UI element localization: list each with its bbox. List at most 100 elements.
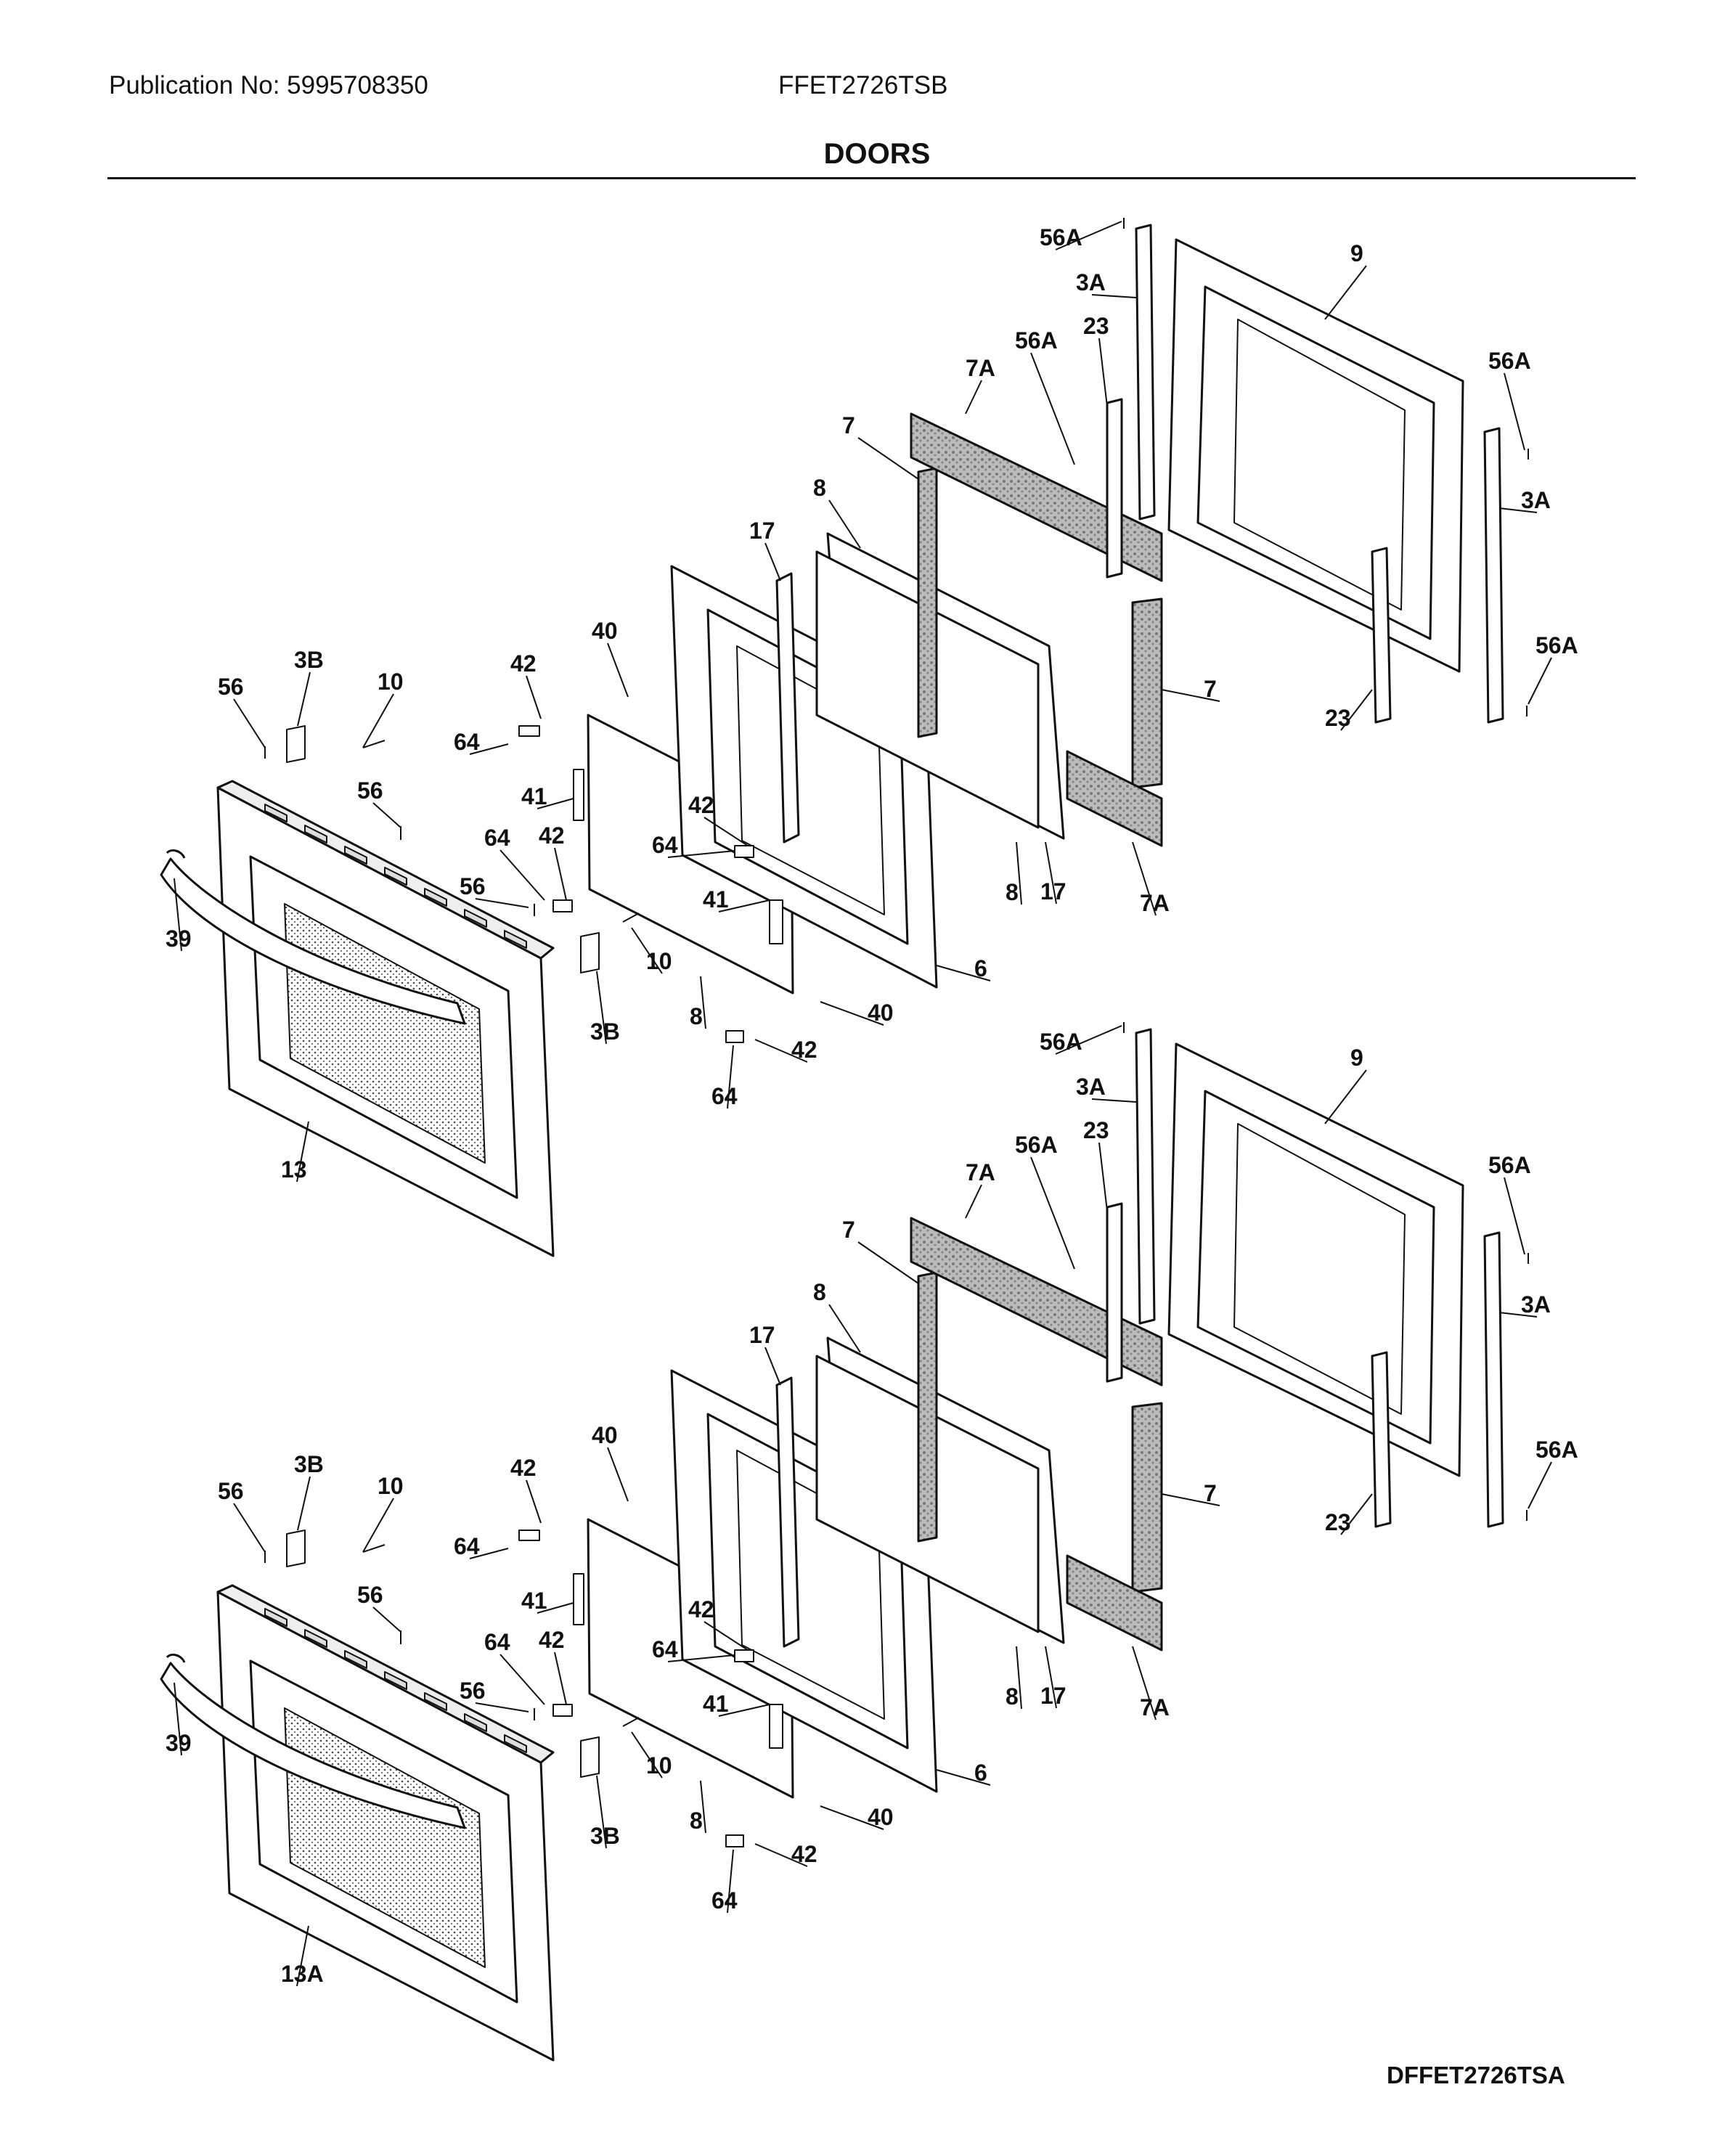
callout-leader [754, 1039, 808, 1063]
part-callout: 7 [1204, 1480, 1217, 1506]
part-callout: 6 [974, 955, 987, 981]
part-callout: 42 [791, 1037, 817, 1063]
part-callout: 56 [460, 1678, 486, 1704]
callout-leader [1161, 689, 1220, 702]
callout-leader [820, 1001, 884, 1026]
callout-leader [296, 1925, 309, 1987]
callout-leader [1055, 1025, 1122, 1055]
callout-leader [631, 927, 663, 974]
part-callout: 40 [868, 1804, 894, 1830]
callout-leader [667, 1654, 735, 1662]
callout-leader [1030, 1156, 1075, 1270]
callout-leader [537, 798, 574, 809]
part-callout: 7 [1204, 676, 1217, 702]
part-callout: 41 [521, 783, 547, 809]
part-callout: 23 [1083, 313, 1109, 339]
part-callout: 17 [1040, 1683, 1067, 1709]
callout-leader [828, 1304, 861, 1353]
part-callout: 17 [749, 1322, 775, 1348]
callout-leader [1498, 1312, 1538, 1318]
callout-leader [667, 850, 735, 858]
callout-leader [596, 971, 607, 1045]
callout-leader [1324, 265, 1367, 320]
part-callout: 17 [749, 518, 775, 544]
part-callout: 64 [652, 832, 678, 858]
callout-leader [297, 671, 311, 727]
callout-leader [1045, 1646, 1057, 1709]
part-callout: 17 [1040, 878, 1067, 905]
part-callout: 64 [454, 729, 480, 755]
part-callout: 8 [1006, 1683, 1019, 1710]
callout-leader [469, 1548, 509, 1559]
part-callout: 42 [791, 1841, 817, 1867]
callout-leader [526, 675, 542, 719]
part-callout: 9 [1350, 1045, 1363, 1071]
part-callout: 23 [1325, 705, 1351, 731]
part-callout: 3A [1521, 487, 1551, 513]
callout-leader [703, 817, 749, 846]
callout-leader [700, 1780, 706, 1834]
part-callout: 64 [711, 1083, 738, 1109]
callout-leader [1504, 372, 1525, 451]
part-callout: 64 [454, 1533, 480, 1559]
callout-leader [700, 976, 706, 1029]
part-callout: 7A [966, 1159, 995, 1185]
part-callout: 39 [166, 926, 192, 952]
part-callout: 56 [357, 1582, 383, 1608]
callout-leader [554, 847, 567, 901]
callout-leader [727, 1849, 734, 1914]
publication-number: Publication No: 5995708350 [109, 71, 428, 99]
callout-leader [499, 1654, 545, 1705]
part-callout: 56 [357, 777, 383, 804]
callout-leader [362, 693, 394, 748]
callout-leader [828, 499, 861, 549]
part-callout: 42 [539, 1627, 565, 1653]
callout-leader [1016, 1646, 1022, 1710]
callout-leader [499, 849, 545, 901]
callout-leader [631, 1731, 663, 1779]
callout-leader [537, 1602, 574, 1614]
part-callout: 3A [1076, 1074, 1106, 1100]
callout-leader [372, 802, 401, 828]
callout-leader [1098, 338, 1108, 407]
callout-leader [233, 1503, 266, 1553]
callout-leader [1161, 1493, 1220, 1506]
part-callout: 3B [294, 647, 324, 673]
callout-leader [857, 437, 919, 480]
callout-leader [1091, 1098, 1137, 1103]
part-callout: 56A [1015, 327, 1058, 354]
part-callout: 42 [510, 1455, 537, 1481]
callout-leader [764, 542, 781, 581]
callout-leader [475, 1702, 529, 1712]
callout-leader [965, 1184, 982, 1219]
part-callout: 64 [711, 1887, 738, 1914]
page-title: DOORS [823, 138, 931, 170]
part-callout: 3A [1521, 1291, 1551, 1318]
callout-leader [1528, 657, 1552, 705]
part-callout: 56A [1040, 1029, 1082, 1055]
callout-leader [727, 1045, 734, 1109]
callout-leader [233, 698, 266, 748]
callout-leader [1132, 841, 1157, 916]
part-callout: 7 [842, 412, 855, 438]
part-callout: 40 [592, 1422, 618, 1448]
part-callout: 56 [460, 873, 486, 899]
callout-leader [362, 1498, 394, 1553]
part-callout: 7 [842, 1217, 855, 1243]
part-callout: 64 [484, 1629, 510, 1655]
callout-leader [372, 1606, 401, 1633]
part-callout: 42 [510, 650, 537, 677]
callout-leader [475, 898, 529, 908]
part-callout: 10 [378, 669, 404, 695]
header-rule [107, 177, 1636, 179]
callout-leader [718, 1704, 770, 1717]
part-callout: 3A [1076, 269, 1106, 295]
part-callout: 8 [813, 475, 826, 501]
callout-leader [1055, 221, 1122, 250]
callout-leader [703, 1621, 749, 1651]
diagram-code: DFFET2726TSA [1387, 2062, 1565, 2088]
part-callout: 13A [281, 1961, 324, 1987]
callout-leader [607, 1447, 629, 1502]
